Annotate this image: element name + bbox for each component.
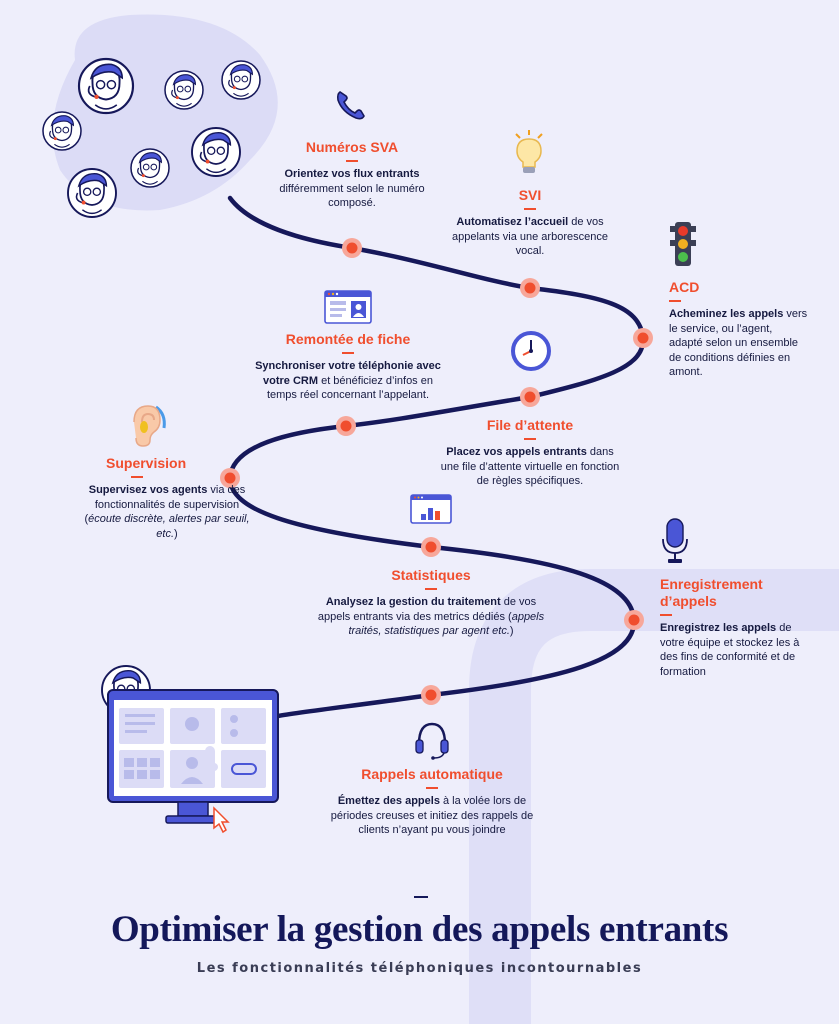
feature-description: Acheminez les appels vers le service, ou…: [669, 307, 809, 380]
description-highlight: Supervisez vos agents: [88, 484, 208, 496]
feature-svi: SVI Automatisez l’accueil de vos appelan…: [440, 187, 620, 259]
feature-description: Analysez la gestion du traitement de vos…: [316, 595, 546, 639]
feature-title: ACD: [669, 279, 700, 295]
description-text: et bénéficiez d’infos en temps réel conc…: [266, 374, 433, 402]
path-node: [336, 416, 356, 436]
bar-chart-icon: [410, 494, 452, 524]
feature-title: Statistiques: [391, 567, 471, 583]
description-highlight: Automatisez l’accueil: [456, 216, 569, 228]
background-arrow-shape: [469, 569, 839, 1024]
description-text: à la volée lors de périodes creuses et i…: [330, 795, 534, 836]
feature-description: Placez vos appels entrants dans une file…: [437, 445, 623, 489]
lightbulb-icon: [515, 130, 543, 173]
headset-icon: [415, 722, 449, 760]
profile-card-icon: [324, 290, 372, 324]
feature-title: Enregistrement d’appels: [660, 576, 763, 609]
path-node: [220, 468, 240, 488]
feature-description: Synchroniser votre téléphonie avec votre…: [248, 359, 448, 403]
page-subtitle: Les fonctionnalités téléphoniques incont…: [196, 961, 643, 976]
feature-title: Remontée de fiche: [285, 331, 411, 347]
description-text: de vos appels entrants via des metrics d…: [317, 596, 537, 623]
description-text: de vos appelants via une arborescence vo…: [452, 216, 608, 257]
cursor-icon: [213, 806, 230, 834]
feature-divider: [524, 438, 536, 440]
description-text: différemment selon le numéro composé.: [279, 182, 425, 210]
description-highlight: Orientez vos flux entrants: [284, 168, 420, 180]
feature-divider: [660, 614, 672, 616]
path-node: [342, 238, 362, 258]
title-divider: [414, 896, 428, 898]
feature-description: Automatisez l’accueil de vos appelants v…: [440, 215, 620, 259]
feature-divider: [524, 208, 536, 210]
feature-description: Enregistrez les appels de votre équipe e…: [660, 621, 816, 679]
description-text: ): [174, 527, 178, 540]
feature-sva: Numéros SVA Orientez vos flux entrants d…: [262, 139, 442, 211]
page-title: Optimiser la gestion des appels entrants: [110, 909, 729, 950]
feature-title: Numéros SVA: [305, 139, 399, 155]
feature-description: Émettez des appels à la volée lors de pé…: [322, 794, 542, 838]
feature-fiche: Remontée de fiche Synchroniser votre tél…: [248, 331, 448, 403]
description-highlight: Analysez la gestion du traitement: [325, 596, 501, 608]
clock-icon: [511, 331, 551, 371]
path-node: [633, 328, 653, 348]
feature-divider: [131, 476, 143, 478]
path-node: [520, 387, 540, 407]
description-text: via des fonctionnalités de supervision (: [84, 484, 246, 525]
path-node: [624, 610, 644, 630]
path-node: [421, 685, 441, 705]
feature-title: SVI: [518, 187, 542, 203]
phone-icon: [336, 91, 365, 120]
feature-divider: [425, 588, 437, 590]
feature-title: Supervision: [106, 455, 187, 471]
microphone-icon: [662, 518, 688, 563]
feature-stats: Statistiques Analysez la gestion du trai…: [316, 567, 546, 639]
path-node: [421, 537, 441, 557]
description-highlight: Synchroniser votre téléphonie avec votre…: [255, 360, 441, 387]
feature-description: Supervisez vos agents via des fonctionna…: [84, 483, 250, 541]
description-text: vers le service, ou l’agent, adapté selo…: [669, 308, 808, 378]
description-highlight: Placez vos appels entrants: [446, 446, 587, 458]
feature-title: File d’attente: [486, 417, 574, 433]
traffic-light-icon: [670, 222, 696, 266]
feature-title: Rappels automatique: [361, 766, 503, 782]
feature-attente: File d’attente Placez vos appels entrant…: [437, 417, 623, 489]
feature-supervision: Supervision Supervisez vos agents via de…: [84, 455, 250, 541]
feature-divider: [426, 787, 438, 789]
feature-enreg: Enregistrement d’appels Enregistrez les …: [660, 576, 816, 679]
feature-description: Orientez vos flux entrants différemment …: [262, 167, 442, 211]
ear-icon: [133, 405, 166, 447]
journey-path: [227, 195, 646, 719]
description-text: écoute discrète, alertes par seuil, etc.: [88, 513, 250, 540]
description-text: dans une file d’attente virtuelle en fon…: [440, 446, 620, 487]
description-highlight: Enregistrez les appels: [660, 622, 777, 634]
feature-acd: ACD Acheminez les appels vers le service…: [669, 279, 809, 380]
description-text: ): [509, 625, 514, 637]
feature-divider: [346, 160, 358, 162]
description-highlight: Acheminez les appels: [669, 308, 784, 320]
path-node: [520, 278, 540, 298]
description-highlight: Émettez des appels: [337, 795, 440, 807]
description-text: appels traités, statistiques par agent e…: [348, 610, 545, 638]
feature-divider: [669, 300, 681, 302]
feature-divider: [342, 352, 354, 354]
description-text: de votre équipe et stockez les à des fin…: [660, 622, 800, 678]
feature-rappels: Rappels automatique Émettez des appels à…: [322, 766, 542, 838]
